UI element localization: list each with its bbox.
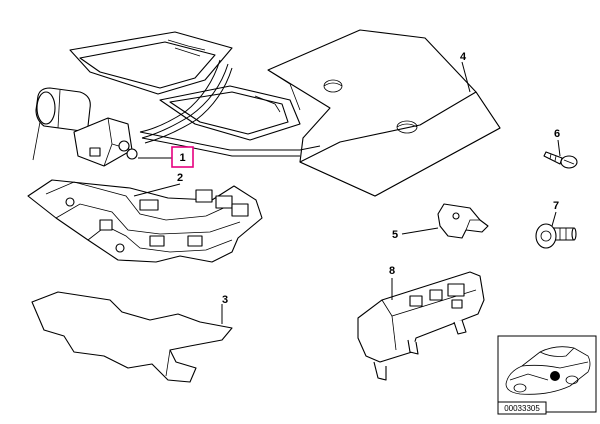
callout-4-label[interactable]: 4 bbox=[460, 51, 467, 63]
part-4-insulation-mat[interactable] bbox=[267, 29, 501, 197]
callout-7-label[interactable]: 7 bbox=[553, 200, 559, 212]
callout-1[interactable]: 1 bbox=[171, 146, 194, 168]
leader-lines bbox=[133, 61, 561, 324]
location-marker-icon bbox=[550, 371, 560, 381]
callout-8-label[interactable]: 8 bbox=[389, 265, 395, 277]
part-2-holder-tray[interactable] bbox=[27, 179, 263, 263]
vehicle-location-inset: 00033305 bbox=[497, 335, 597, 415]
car-outline-icon bbox=[505, 346, 591, 395]
callout-3-label[interactable]: 3 bbox=[222, 294, 228, 306]
part-5-bracket[interactable] bbox=[437, 203, 489, 239]
callout-6-label[interactable]: 6 bbox=[554, 128, 560, 140]
part-8-control-module[interactable] bbox=[357, 271, 485, 381]
callout-1-highlight-box bbox=[171, 146, 194, 168]
callout-5-label[interactable]: 5 bbox=[392, 229, 398, 241]
part-7-bolt[interactable] bbox=[535, 223, 577, 249]
cable-harness bbox=[69, 31, 321, 157]
callout-2-label[interactable]: 2 bbox=[177, 172, 183, 184]
part-1-drive-motor[interactable] bbox=[32, 87, 138, 167]
part-6-screw[interactable] bbox=[543, 151, 578, 169]
diagram-number: 00033305 bbox=[504, 404, 540, 413]
part-3-gasket[interactable] bbox=[31, 291, 233, 383]
callout-1-label: 1 bbox=[179, 152, 185, 164]
